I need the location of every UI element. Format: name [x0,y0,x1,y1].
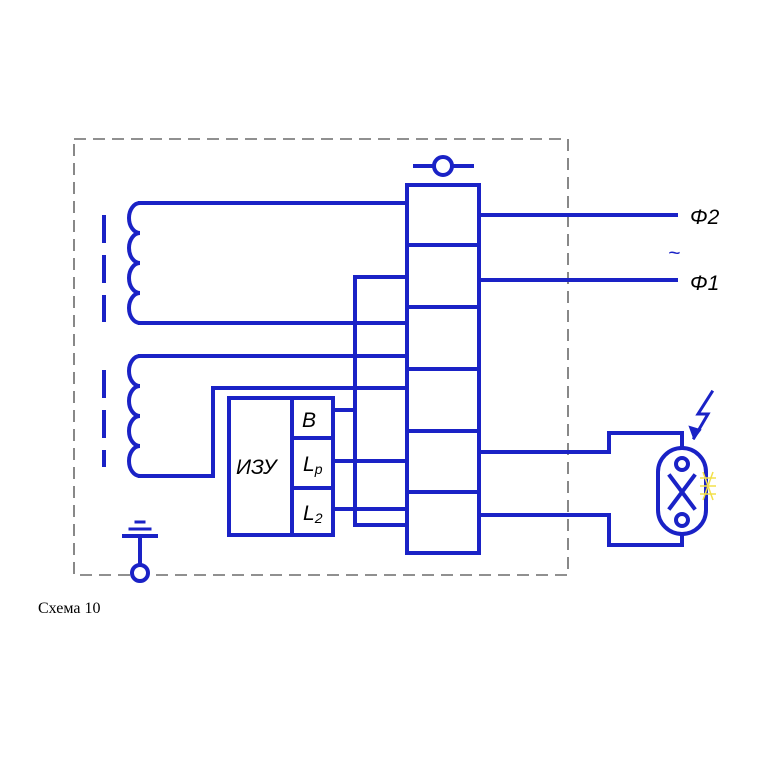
label-lp: Lp [303,453,323,477]
label-l2-sub: 2 [314,510,323,526]
wire-coil-lower-bottom [138,386,409,478]
label-lp-main: L [303,453,315,476]
label-b: B [302,409,316,432]
label-izu: ИЗУ [236,456,279,479]
label-ac: ~ [668,242,680,265]
lamp-electrode-bottom [674,512,690,528]
label-lp-sub: p [314,461,323,477]
enclosure-frame [73,138,569,576]
coil-lower [127,353,143,479]
wire-bus-355 [353,275,409,527]
wire-lamp-top [477,431,684,454]
lamp-cross-b [667,473,697,511]
label-l2-main: L [303,502,315,525]
top-connector-terminal [432,155,454,177]
lamp-glow [700,471,716,501]
diagram-caption: Схема 10 [38,600,101,617]
lamp-electrode-top [674,456,690,472]
ground-terminal [130,563,150,583]
label-phase1: Φ1 [690,272,719,295]
wire-lamp-bottom [477,513,684,547]
lightning-arrowhead [688,425,702,441]
label-l2: L2 [303,502,323,526]
coil-upper [127,200,143,326]
label-phase2: Φ2 [690,206,720,229]
lightning-bolt [691,389,715,441]
izu-device [227,396,335,537]
